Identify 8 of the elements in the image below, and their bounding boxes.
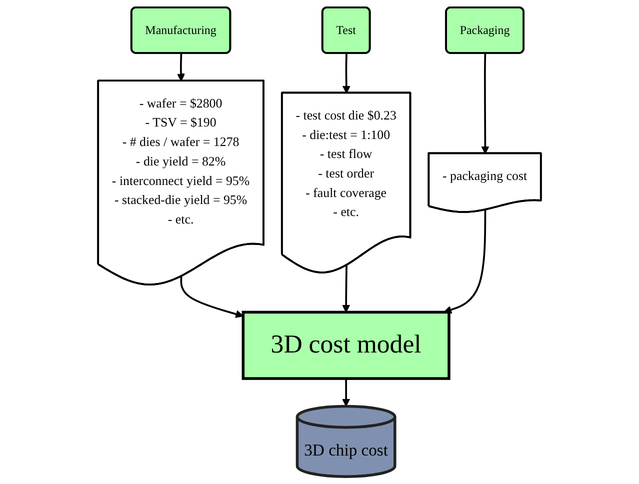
arrow [342, 378, 350, 407]
arrow [481, 53, 490, 154]
arrow [176, 53, 186, 82]
arrow [342, 266, 350, 313]
arrow [180, 276, 244, 318]
arrow [342, 53, 350, 94]
arrow [444, 210, 486, 314]
node-box: 3D cost model [242, 310, 450, 380]
